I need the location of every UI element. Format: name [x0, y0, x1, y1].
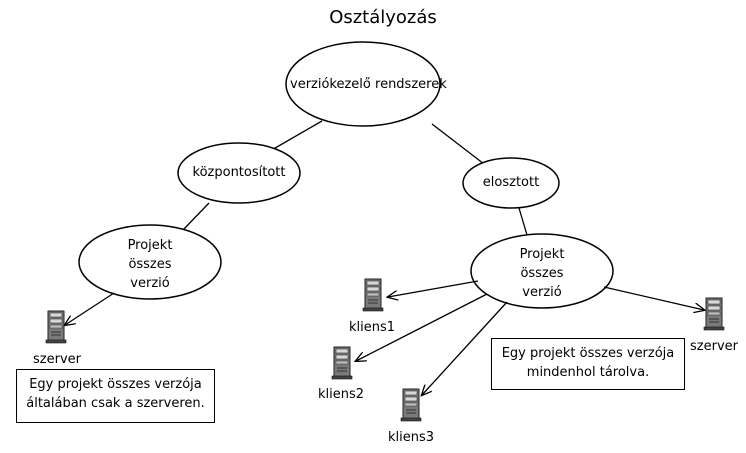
central-server-label: szerver [33, 352, 81, 367]
arrow-central-to-server [65, 292, 115, 325]
node-line-1: Projekt [127, 238, 173, 253]
note-line-2: általában csak a szerveren. [26, 396, 205, 411]
distributed-note-box: Egy projekt összes verzója mindenhol tár… [491, 338, 685, 390]
note-line-1: Egy projekt összes verzója [29, 377, 202, 392]
server-icon-kliens3 [400, 388, 422, 422]
arrow-to-kliens3 [422, 301, 508, 395]
server-icon-kliens2 [331, 346, 353, 380]
diagram-title: Osztályozás [329, 7, 437, 28]
edge-central-node [181, 202, 210, 232]
distributed-server-label: szerver [690, 339, 738, 354]
distributed-project-label: Projekt összes verzió [492, 245, 592, 302]
distributed-project-node [470, 233, 614, 309]
kliens2-label: kliens2 [317, 387, 365, 402]
node-line-3: verzió [522, 285, 562, 300]
kliens1-label: kliens1 [348, 320, 396, 335]
server-icon-kliens1 [362, 278, 384, 312]
central-label: központosított [192, 165, 286, 180]
arrow-to-kliens1 [388, 280, 479, 297]
central-node [177, 142, 301, 204]
arrow-to-distributed-server [603, 286, 704, 310]
edge-root-distributed [431, 123, 485, 165]
server-icon-distributed [703, 297, 725, 331]
edge-distributed-node [518, 207, 528, 236]
arrow-to-kliens2 [356, 293, 488, 361]
node-line-3: verzió [130, 276, 170, 291]
central-project-label: Projekt összes verzió [100, 236, 200, 293]
root-label: verziókezelő rendszerek [290, 77, 447, 92]
node-line-2: összes [128, 257, 172, 272]
node-line-1: Projekt [519, 247, 565, 262]
central-note-box: Egy projekt összes verzója általában csa… [16, 369, 215, 423]
kliens3-label: kliens3 [387, 430, 435, 445]
central-project-node [78, 224, 222, 300]
distributed-node [462, 157, 560, 209]
root-node [285, 41, 441, 127]
node-line-2: összes [520, 266, 564, 281]
note-line-2: mindenhol tárolva. [526, 365, 650, 380]
distributed-label: elosztott [482, 175, 540, 190]
server-icon [45, 310, 67, 344]
note-line-1: Egy projekt összes verzója [501, 346, 675, 361]
